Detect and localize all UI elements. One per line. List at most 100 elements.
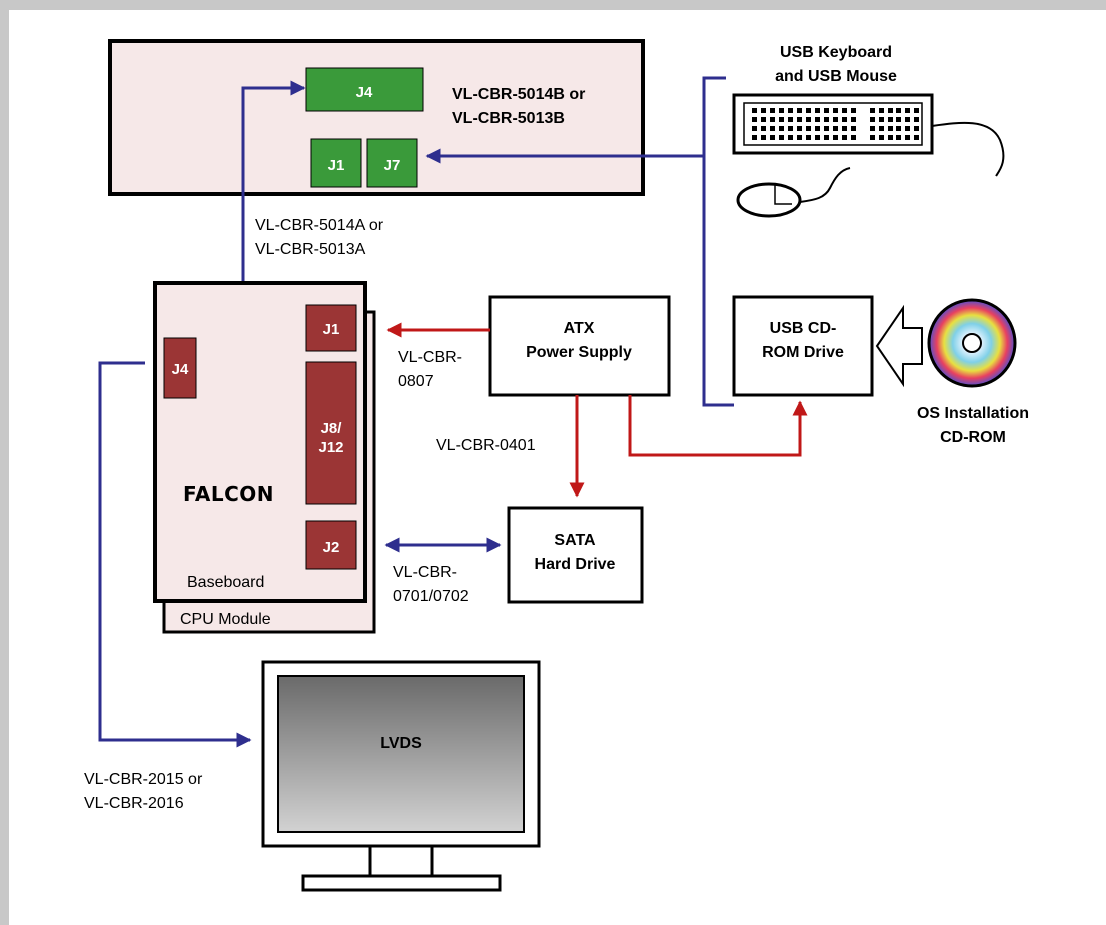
keyboard-key xyxy=(888,126,893,131)
os-disc-label-2: CD-ROM xyxy=(940,429,1006,446)
sata-data-cable-label-1: VL-CBR- xyxy=(393,564,457,581)
keyboard-key xyxy=(779,135,784,140)
keyboard-key xyxy=(770,135,775,140)
keyboard-key xyxy=(870,117,875,122)
atx-label-1: ATX xyxy=(564,320,595,337)
keyboard-key xyxy=(905,135,910,140)
paddle-j4-label: J4 xyxy=(356,84,373,101)
frame-top xyxy=(0,0,1106,10)
paddle-cable-label-1: VL-CBR-5014A or xyxy=(255,217,384,234)
keyboard-key xyxy=(824,135,829,140)
keyboard-key xyxy=(842,117,847,122)
power-cable-label-2: 0807 xyxy=(398,373,434,390)
keyboard-key xyxy=(896,117,901,122)
keyboard-key xyxy=(752,108,757,113)
keyboard-key xyxy=(870,126,875,131)
keyboard-key xyxy=(752,135,757,140)
baseboard-j1-label: J1 xyxy=(323,321,340,338)
keyboard-key xyxy=(770,126,775,131)
keyboard-key xyxy=(879,126,884,131)
baseboard: J1 J4 J8/ J12 J2 FALCON Baseboard xyxy=(153,281,367,603)
keyboard-key xyxy=(761,126,766,131)
lvds-cable-label-2: VL-CBR-2016 xyxy=(84,795,184,812)
keyboard-key xyxy=(788,126,793,131)
cpu-module-label: CPU Module xyxy=(180,611,271,628)
baseboard-j4-connector xyxy=(163,337,197,399)
baseboard-j1-connector xyxy=(305,304,357,352)
baseboard-label: Baseboard xyxy=(187,574,264,591)
keyboard-key xyxy=(752,117,757,122)
keyboard-key xyxy=(842,126,847,131)
keyboard-key xyxy=(824,108,829,113)
keyboard-key xyxy=(842,135,847,140)
keyboard-key xyxy=(896,126,901,131)
baseboard-j8-label-1: J8/ xyxy=(321,420,343,437)
keyboard-key xyxy=(833,135,838,140)
keyboard-key xyxy=(914,135,919,140)
monitor-label: LVDS xyxy=(380,735,422,752)
keyboard-key xyxy=(905,108,910,113)
keyboard-key xyxy=(815,108,820,113)
keyboard-key xyxy=(770,108,775,113)
keyboard-key xyxy=(888,108,893,113)
keyboard-key xyxy=(896,108,901,113)
atx-power-supply: ATX Power Supply xyxy=(488,295,671,397)
cdrom-label-1: USB CD- xyxy=(770,320,837,337)
keyboard-key xyxy=(914,108,919,113)
power-cables xyxy=(386,322,808,498)
atx-label-2: Power Supply xyxy=(526,344,632,361)
keyboard-key xyxy=(788,117,793,122)
paddle-board-name: VL-CBR-5014B or xyxy=(452,86,585,103)
frame-left xyxy=(0,0,9,925)
baseboard-j8-label-2: J12 xyxy=(318,439,343,456)
keyboard-key xyxy=(815,117,820,122)
keyboard-key xyxy=(870,135,875,140)
baseboard-j8-connector xyxy=(305,361,357,505)
lvds-cable xyxy=(98,361,252,748)
lvds-cable-label-1: VL-CBR-2015 or xyxy=(84,771,203,788)
keyboard-key xyxy=(815,126,820,131)
cd-disc-icon xyxy=(927,298,1017,388)
monitor-icon: LVDS xyxy=(261,660,541,892)
keyboard-cord xyxy=(931,121,1005,177)
keyboard-key xyxy=(914,126,919,131)
keyboard-key xyxy=(851,135,856,140)
keyboard-key xyxy=(888,135,893,140)
keyboard-key xyxy=(770,117,775,122)
paddle-j7-connector xyxy=(366,138,418,188)
keyboard-key xyxy=(851,126,856,131)
keyboard-key xyxy=(797,126,802,131)
keyboard-key xyxy=(806,135,811,140)
keyboard-key xyxy=(833,108,838,113)
keyboard-key xyxy=(806,126,811,131)
keyboard-key xyxy=(824,117,829,122)
hollow-arrow-left-icon xyxy=(875,304,923,388)
os-disc-label-1: OS Installation xyxy=(917,405,1029,422)
sata-label-2: Hard Drive xyxy=(535,556,616,573)
usb-cdrom-drive: USB CD- ROM Drive xyxy=(732,295,874,397)
keyboard-icon xyxy=(732,93,934,155)
keyboard-key xyxy=(761,117,766,122)
sata-power-cable-label: VL-CBR-0401 xyxy=(436,437,536,454)
keyboard-key xyxy=(879,108,884,113)
keyboard-key xyxy=(761,108,766,113)
paddle-board-name-alt: VL-CBR-5013B xyxy=(452,110,565,127)
keyboard-key xyxy=(779,117,784,122)
keyboard-key xyxy=(833,126,838,131)
power-cable-label-1: VL-CBR- xyxy=(398,349,462,366)
paddle-j1-label: J1 xyxy=(328,157,345,174)
keyboard-key xyxy=(797,117,802,122)
usb-bus-cable xyxy=(425,76,734,407)
cdrom-label-2: ROM Drive xyxy=(762,344,844,361)
sata-label-1: SATA xyxy=(554,532,596,549)
baseboard-j2-label: J2 xyxy=(323,539,340,556)
paddle-board: J4 J1 J7 VL-CBR-5014B or VL-CBR-5013B xyxy=(108,39,645,196)
sata-hard-drive: SATA Hard Drive xyxy=(507,506,644,604)
keyboard-key xyxy=(797,108,802,113)
keyboard-key xyxy=(779,108,784,113)
keyboard-key xyxy=(879,135,884,140)
baseboard-j2-connector xyxy=(305,520,357,570)
keyboard-key xyxy=(815,135,820,140)
keyboard-key xyxy=(833,117,838,122)
